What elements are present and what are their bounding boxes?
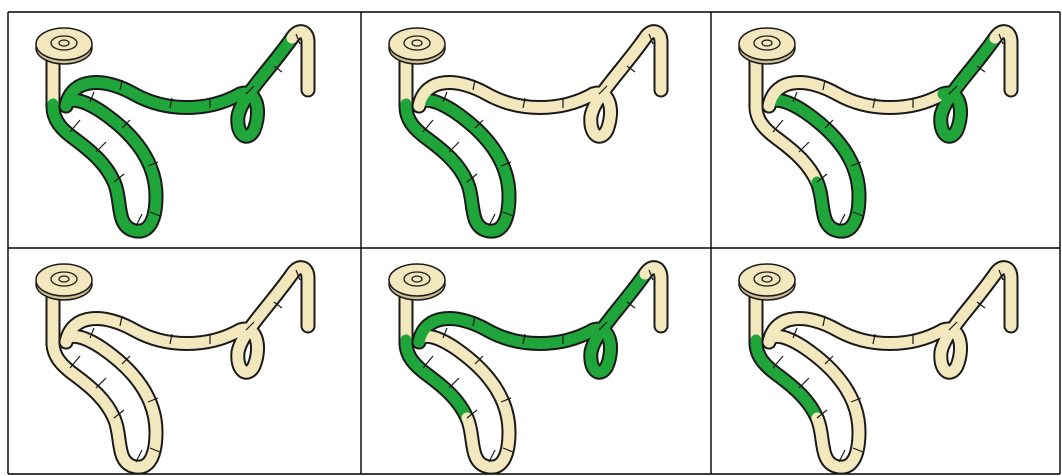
port-disk-icon (739, 264, 795, 300)
tube-segment-hook (645, 268, 661, 326)
port-disk-icon (739, 28, 795, 64)
tube-joint-mark (799, 142, 809, 152)
tube-joint-mark (799, 378, 809, 388)
port-disk-icon (389, 28, 445, 64)
tube-segment-hook (292, 268, 308, 326)
grid-lines (8, 12, 1060, 474)
tube-joint-mark (96, 378, 106, 388)
tube-joint-mark (96, 142, 106, 152)
tubing-panel-top-left (36, 28, 308, 231)
tubing-panel-top-middle (389, 28, 661, 231)
tubing-panel-bottom-left (36, 264, 308, 467)
tube-joint-mark (449, 378, 459, 388)
port-disk-icon (36, 28, 92, 64)
tube-segment-hook (292, 32, 308, 90)
tubing-panel-bottom-middle (389, 264, 661, 467)
tubing-panel-bottom-right (739, 264, 1011, 467)
port-disk-icon (36, 264, 92, 300)
tube-segment-hook (645, 32, 661, 90)
tubing-panel-top-right (739, 28, 1011, 231)
tube-segment-hook (995, 268, 1011, 326)
tube-segment-hook (995, 32, 1011, 90)
port-disk-icon (389, 264, 445, 300)
tube-joint-mark (449, 142, 459, 152)
